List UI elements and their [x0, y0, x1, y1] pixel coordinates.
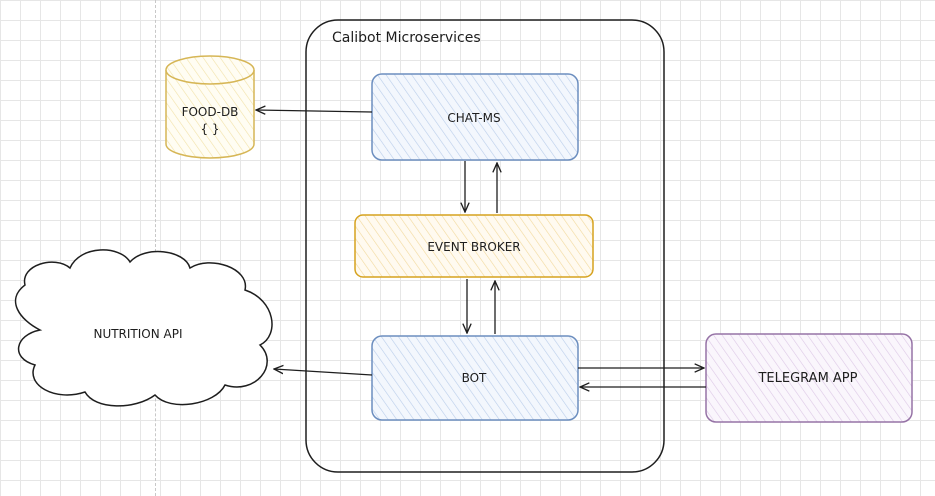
chat-ms-node[interactable]: CHAT-MS: [371, 73, 579, 161]
event-broker-node[interactable]: EVENT BROKER: [354, 214, 594, 278]
bot-node[interactable]: BOT: [371, 335, 579, 421]
nutrition-api-label: NUTRITION API: [93, 327, 182, 341]
microservices-container: Calibot Microservices: [305, 19, 665, 473]
nutrition-api-node[interactable]: NUTRITION API: [14, 249, 273, 407]
telegram-app-label: TELEGRAM APP: [757, 371, 857, 386]
food-db-sublabel: { }: [200, 122, 219, 136]
edges: [256, 110, 706, 387]
telegram-app-node[interactable]: TELEGRAM APP: [705, 333, 913, 423]
guide-line: [155, 0, 156, 496]
food-db-node[interactable]: FOOD-DB { }: [165, 55, 255, 159]
edge-bot-to-nutrition-api: [274, 369, 373, 376]
edge-chat-ms-to-food-db: [256, 110, 373, 112]
event-broker-label: EVENT BROKER: [427, 240, 520, 254]
chat-ms-label: CHAT-MS: [447, 111, 500, 125]
food-db-label: FOOD-DB: [182, 105, 239, 119]
bot-label: BOT: [462, 371, 487, 385]
container-title: Calibot Microservices: [332, 30, 481, 46]
